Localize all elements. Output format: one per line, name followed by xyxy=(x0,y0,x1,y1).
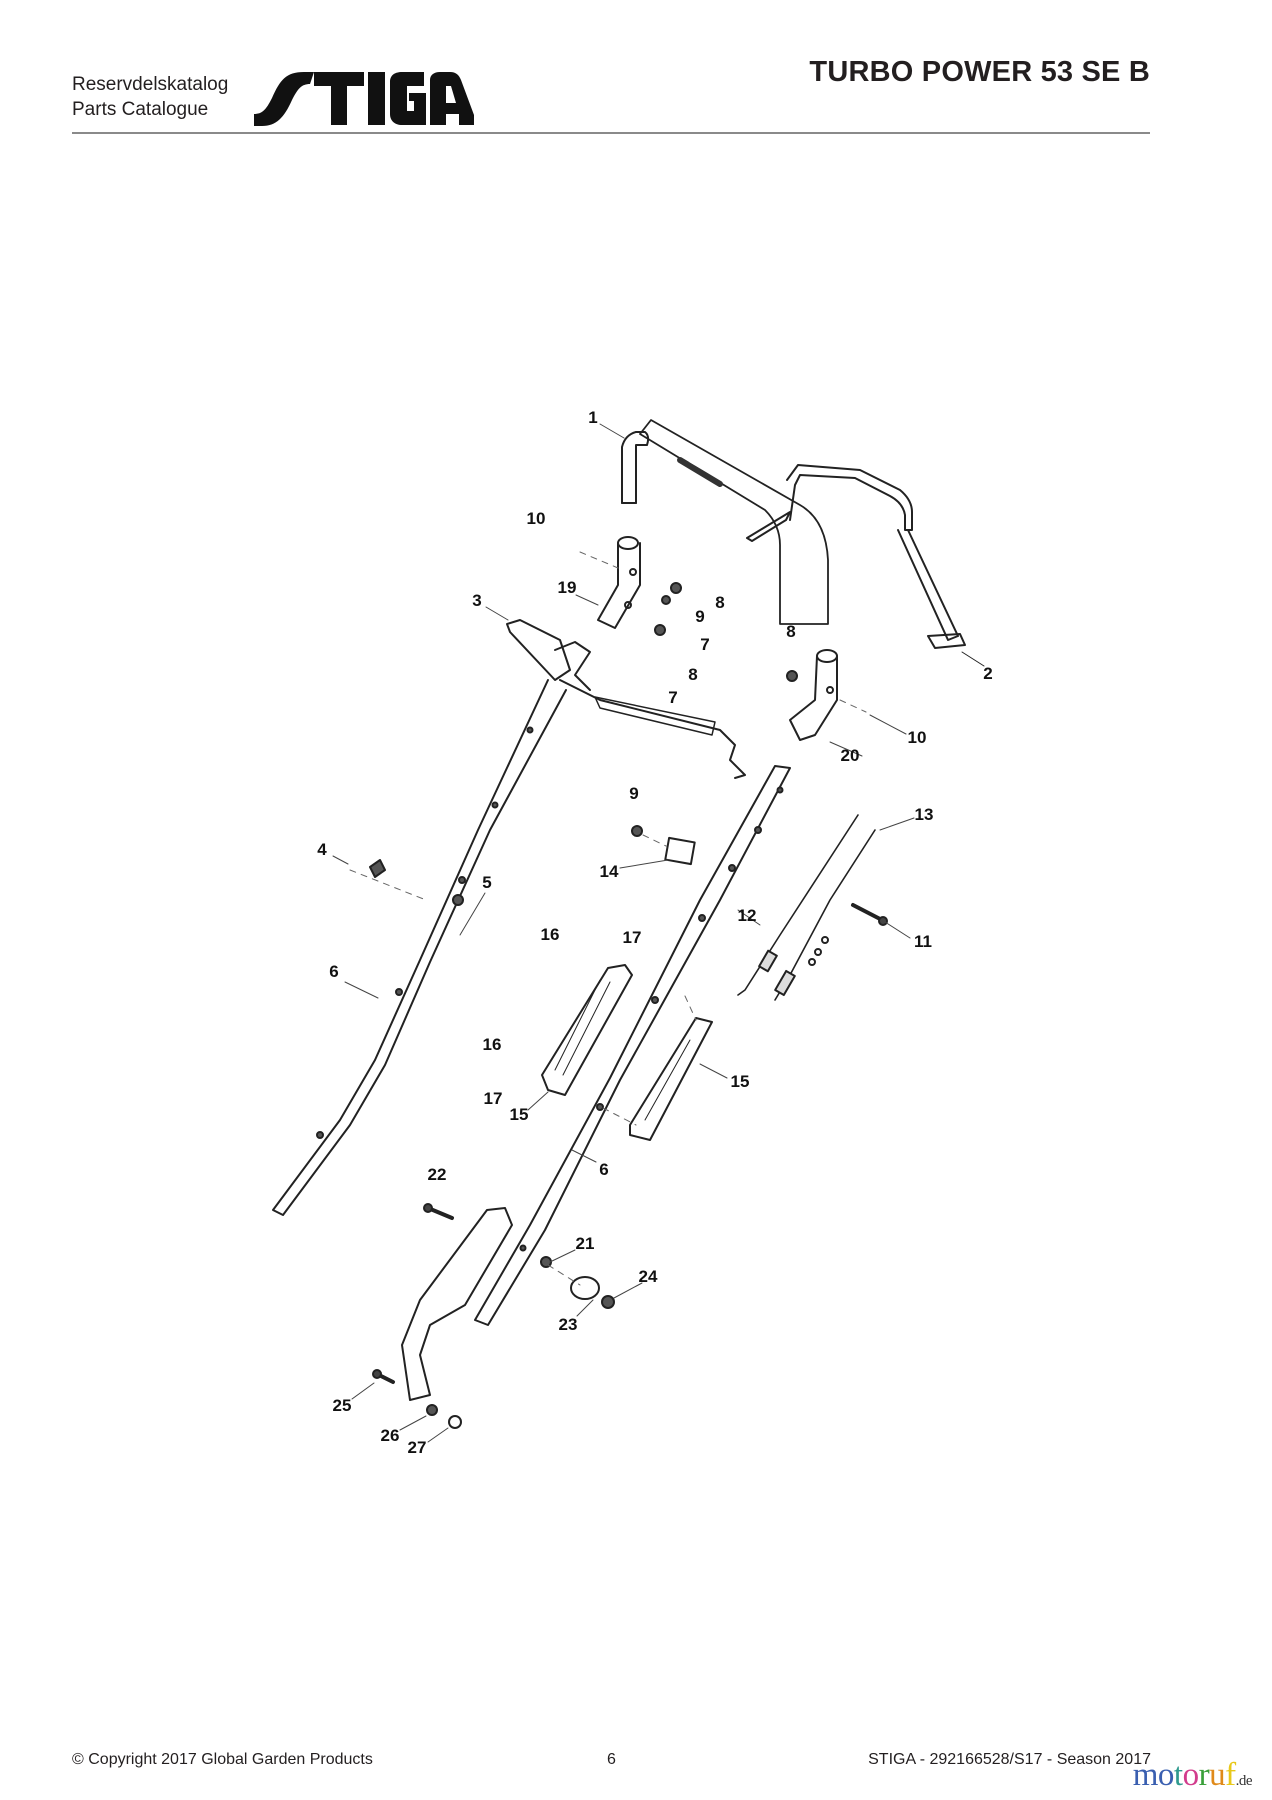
watermark-suffix: .de xyxy=(1235,1773,1253,1789)
part-callout-16: 16 xyxy=(540,925,560,944)
motoruf-watermark-logo: motoruf.de xyxy=(1132,1757,1253,1798)
part-callout-8: 8 xyxy=(786,622,796,641)
part-callout-8: 8 xyxy=(688,665,698,684)
header-divider xyxy=(72,132,1150,134)
stiga-logo xyxy=(254,72,474,126)
part-callout-13: 13 xyxy=(914,805,934,824)
part-callout-27: 27 xyxy=(407,1438,427,1457)
part-callout-10: 10 xyxy=(526,509,546,528)
cables xyxy=(737,814,876,1001)
part-callout-8: 8 xyxy=(715,593,725,612)
part-callout-4: 4 xyxy=(317,840,327,859)
part-callout-6: 6 xyxy=(599,1160,609,1179)
copyright-notice: © Copyright 2017 Global Garden Products xyxy=(72,1751,373,1768)
leader-lines xyxy=(332,423,915,1443)
assembly-lines xyxy=(349,551,867,1286)
part-callout-7: 7 xyxy=(668,688,678,707)
model-title: TURBO POWER 53 SE B xyxy=(809,56,1150,88)
part-callout-9: 9 xyxy=(695,607,705,626)
part-callout-1: 1 xyxy=(588,408,598,427)
watermark-letter: o xyxy=(1182,1757,1200,1793)
cable-guide-right xyxy=(629,1017,713,1141)
bolt-25 xyxy=(372,1369,395,1384)
part-callout-7: 7 xyxy=(700,635,710,654)
part-callout-26: 26 xyxy=(380,1426,400,1445)
watermark-letter: u xyxy=(1209,1757,1226,1793)
part-callout-14: 14 xyxy=(599,862,619,881)
part-callout-15: 15 xyxy=(730,1072,750,1091)
lower-handle-right xyxy=(474,765,791,1326)
part-callout-19: 19 xyxy=(557,578,577,597)
part-callout-6: 6 xyxy=(329,962,339,981)
bolt-22 xyxy=(423,1203,454,1220)
watermark-letter: f xyxy=(1225,1757,1236,1793)
watermark-letter: r xyxy=(1198,1757,1210,1793)
small-hardware xyxy=(369,582,798,1429)
part-callout-17: 17 xyxy=(483,1089,503,1108)
bail-lever xyxy=(746,464,985,667)
part-callout-23: 23 xyxy=(558,1315,578,1334)
part-callout-24: 24 xyxy=(638,1267,658,1286)
upper-handle-bar xyxy=(621,419,829,625)
part-callout-20: 20 xyxy=(840,746,860,765)
lower-handle-left xyxy=(272,679,567,1216)
part-callout-10: 10 xyxy=(907,728,927,747)
watermark-letter: t xyxy=(1173,1757,1183,1793)
page-number: 6 xyxy=(607,1751,616,1768)
part-callout-25: 25 xyxy=(332,1396,352,1415)
part-callout-17: 17 xyxy=(622,928,642,947)
part-callout-2: 2 xyxy=(983,664,993,683)
part-callout-15: 15 xyxy=(509,1105,529,1124)
catalog-subtitle-english: Parts Catalogue xyxy=(72,99,209,120)
part-callout-9: 9 xyxy=(629,784,639,803)
part-callout-5: 5 xyxy=(482,873,492,892)
catalog-subtitle-swedish: Reservdelskatalog xyxy=(72,74,229,95)
control-lever xyxy=(506,619,746,779)
cable-guide-left xyxy=(541,964,633,1096)
part-callout-21: 21 xyxy=(575,1234,595,1253)
part-callout-11: 11 xyxy=(914,932,932,951)
bolt-11 xyxy=(851,903,888,926)
hinge-bracket xyxy=(401,1207,513,1401)
watermark-letter: m xyxy=(1132,1757,1159,1793)
part-callout-3: 3 xyxy=(472,591,482,610)
part-callout-12: 12 xyxy=(737,906,757,925)
part-callout-16: 16 xyxy=(482,1035,502,1054)
watermark-letter: o xyxy=(1157,1757,1175,1793)
part-callout-22: 22 xyxy=(427,1165,447,1184)
lower-connector-right xyxy=(789,649,838,741)
catalog-reference: STIGA - 292166528/S17 - Season 2017 xyxy=(868,1751,1151,1768)
lower-connector-left xyxy=(597,536,641,629)
